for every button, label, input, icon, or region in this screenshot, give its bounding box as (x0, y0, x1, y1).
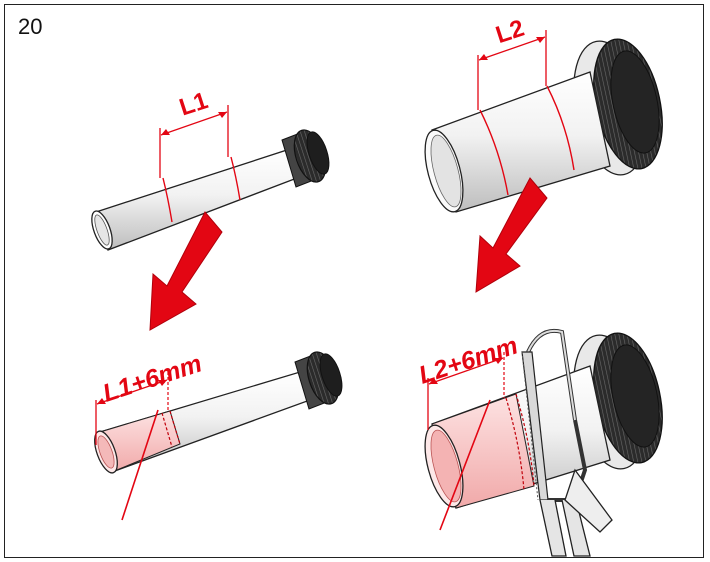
pipe-large-bottom (424, 332, 663, 531)
hacksaw (521, 329, 613, 557)
pipe-small-top (91, 105, 330, 251)
nut-small-top (281, 129, 330, 188)
diagram-frame (4, 4, 704, 558)
label-l2: L2 (493, 15, 528, 49)
pipe-large-top (424, 30, 663, 213)
arrow-down-left-2 (475, 177, 548, 293)
label-l2-plus-6mm: L2+6mm (415, 332, 521, 390)
arrow-down-left-1 (149, 211, 223, 331)
label-l1: L1 (176, 87, 211, 121)
label-l1-plus-6mm: L1+6mm (99, 350, 205, 408)
saw-handle (539, 499, 567, 557)
step-number: 20 (18, 14, 43, 39)
pipe-small-bottom (94, 351, 343, 521)
nut-small-bottom (294, 351, 343, 410)
